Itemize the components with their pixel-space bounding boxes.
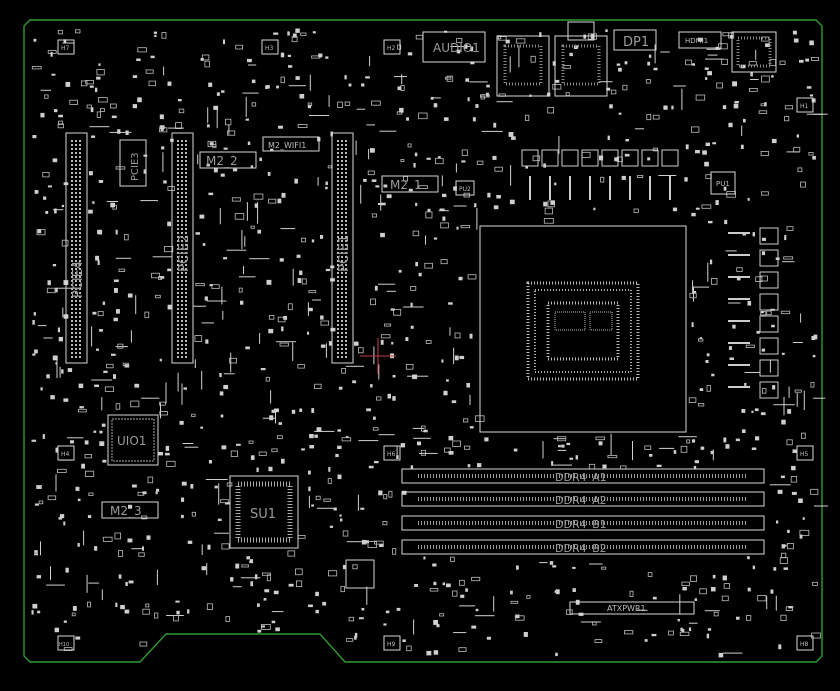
dimm-slot-a1: DDR4_A1 — [401, 468, 765, 484]
pu2-label: PU2 — [459, 186, 471, 193]
uio1-label: UIO1 — [117, 434, 146, 448]
mount-hole-h4: H4 — [57, 445, 75, 461]
h8-label: H8 — [800, 641, 809, 648]
pcie-slot-1: PCIE1 — [331, 132, 354, 364]
pcie1-label: PCIE1 — [337, 235, 352, 272]
pcie2-label: PCIE2 — [177, 235, 192, 272]
chipset-su1: SU1 — [229, 475, 299, 549]
small-components — [31, 28, 829, 658]
pcie-slot-4: PCIE4 — [65, 132, 88, 364]
mount-hole-h2: H2 — [383, 39, 401, 55]
atxpwr1-label: ATXPWR1 — [607, 604, 646, 613]
h3-label: H3 — [265, 45, 274, 52]
displayport-connector: DP1 — [613, 29, 657, 51]
m2-wifi-slot: M2_WIFI1 — [262, 136, 320, 152]
mount-hole-h1: H1 — [796, 97, 814, 113]
h5-label: H5 — [800, 451, 809, 458]
usb-stack-3 — [731, 31, 777, 73]
mount-hole-h3: H3 — [261, 39, 279, 55]
h1-label: H1 — [800, 103, 809, 110]
mount-hole-h8: H8 — [796, 635, 814, 651]
usb-stack-1 — [496, 35, 550, 97]
dimm-slot-b1: DDR4_B1 — [401, 515, 765, 531]
chip-qfp-center — [345, 559, 375, 589]
pcie4-label: PCIE4 — [71, 261, 86, 298]
hdmi-connector: HDMI1 — [678, 31, 722, 49]
m2-3-label: M2_3 — [110, 504, 142, 518]
mount-hole-h10: H10 — [57, 635, 75, 651]
dimm-slot-b2: DDR4_B2 — [401, 539, 765, 555]
ddr4-b2-label: DDR4_B2 — [555, 542, 607, 555]
ddr4-b1-label: DDR4_B1 — [555, 518, 607, 531]
atx-power-connector: ATXPWR1 — [569, 601, 695, 615]
usb-stack-2 — [554, 21, 608, 97]
dimm-slot-a2: DDR4_A2 — [401, 491, 765, 507]
m2-slot-3: M2_3 — [101, 501, 159, 519]
mount-hole-h6: H6 — [383, 445, 401, 461]
audio-connector: AUDIO1 — [422, 31, 486, 63]
audio1-label: AUDIO1 — [433, 41, 480, 55]
h7-label: H7 — [61, 45, 70, 52]
pcie-slot-2: PCIE2 — [171, 132, 194, 364]
chip-pu2: PU2 — [455, 180, 475, 196]
m2-wifi-label: M2_WIFI1 — [268, 141, 306, 150]
h4-label: H4 — [61, 451, 70, 458]
su1-label: SU1 — [250, 507, 276, 522]
pcie-slot-3: PCIE3 — [119, 139, 147, 187]
h10-label: H10 — [59, 642, 69, 648]
dp1-label: DP1 — [623, 35, 649, 50]
chip-pu1: PU1 — [710, 171, 736, 195]
m2-slot-2: M2_2 — [199, 151, 257, 169]
h9-label: H9 — [387, 641, 396, 648]
m2-slot-1: M2_1 — [381, 175, 439, 193]
mount-holes: H7 H3 H2 H1 H4 H6 H5 H9 H8 H10 — [57, 39, 814, 651]
board-outline — [23, 19, 823, 663]
ddr4-a2-label: DDR4_A2 — [555, 494, 607, 507]
crosshair-cursor[interactable] — [360, 338, 396, 374]
io-chip-uio1: UIO1 — [107, 414, 159, 466]
h2-label: H2 — [387, 45, 396, 52]
pcie3-label: PCIE3 — [130, 152, 141, 181]
mount-hole-h7: H7 — [57, 39, 75, 55]
cpu-socket — [479, 225, 687, 433]
mount-hole-h9: H9 — [383, 635, 401, 651]
ddr4-a1-label: DDR4_A1 — [555, 471, 607, 484]
mount-hole-h5: H5 — [796, 445, 814, 461]
m2-1-label: M2_1 — [390, 178, 422, 192]
pu1-label: PU1 — [716, 180, 730, 188]
h6-label: H6 — [387, 451, 396, 458]
hdmi1-label: HDMI1 — [685, 37, 708, 45]
m2-2-label: M2_2 — [206, 154, 238, 168]
